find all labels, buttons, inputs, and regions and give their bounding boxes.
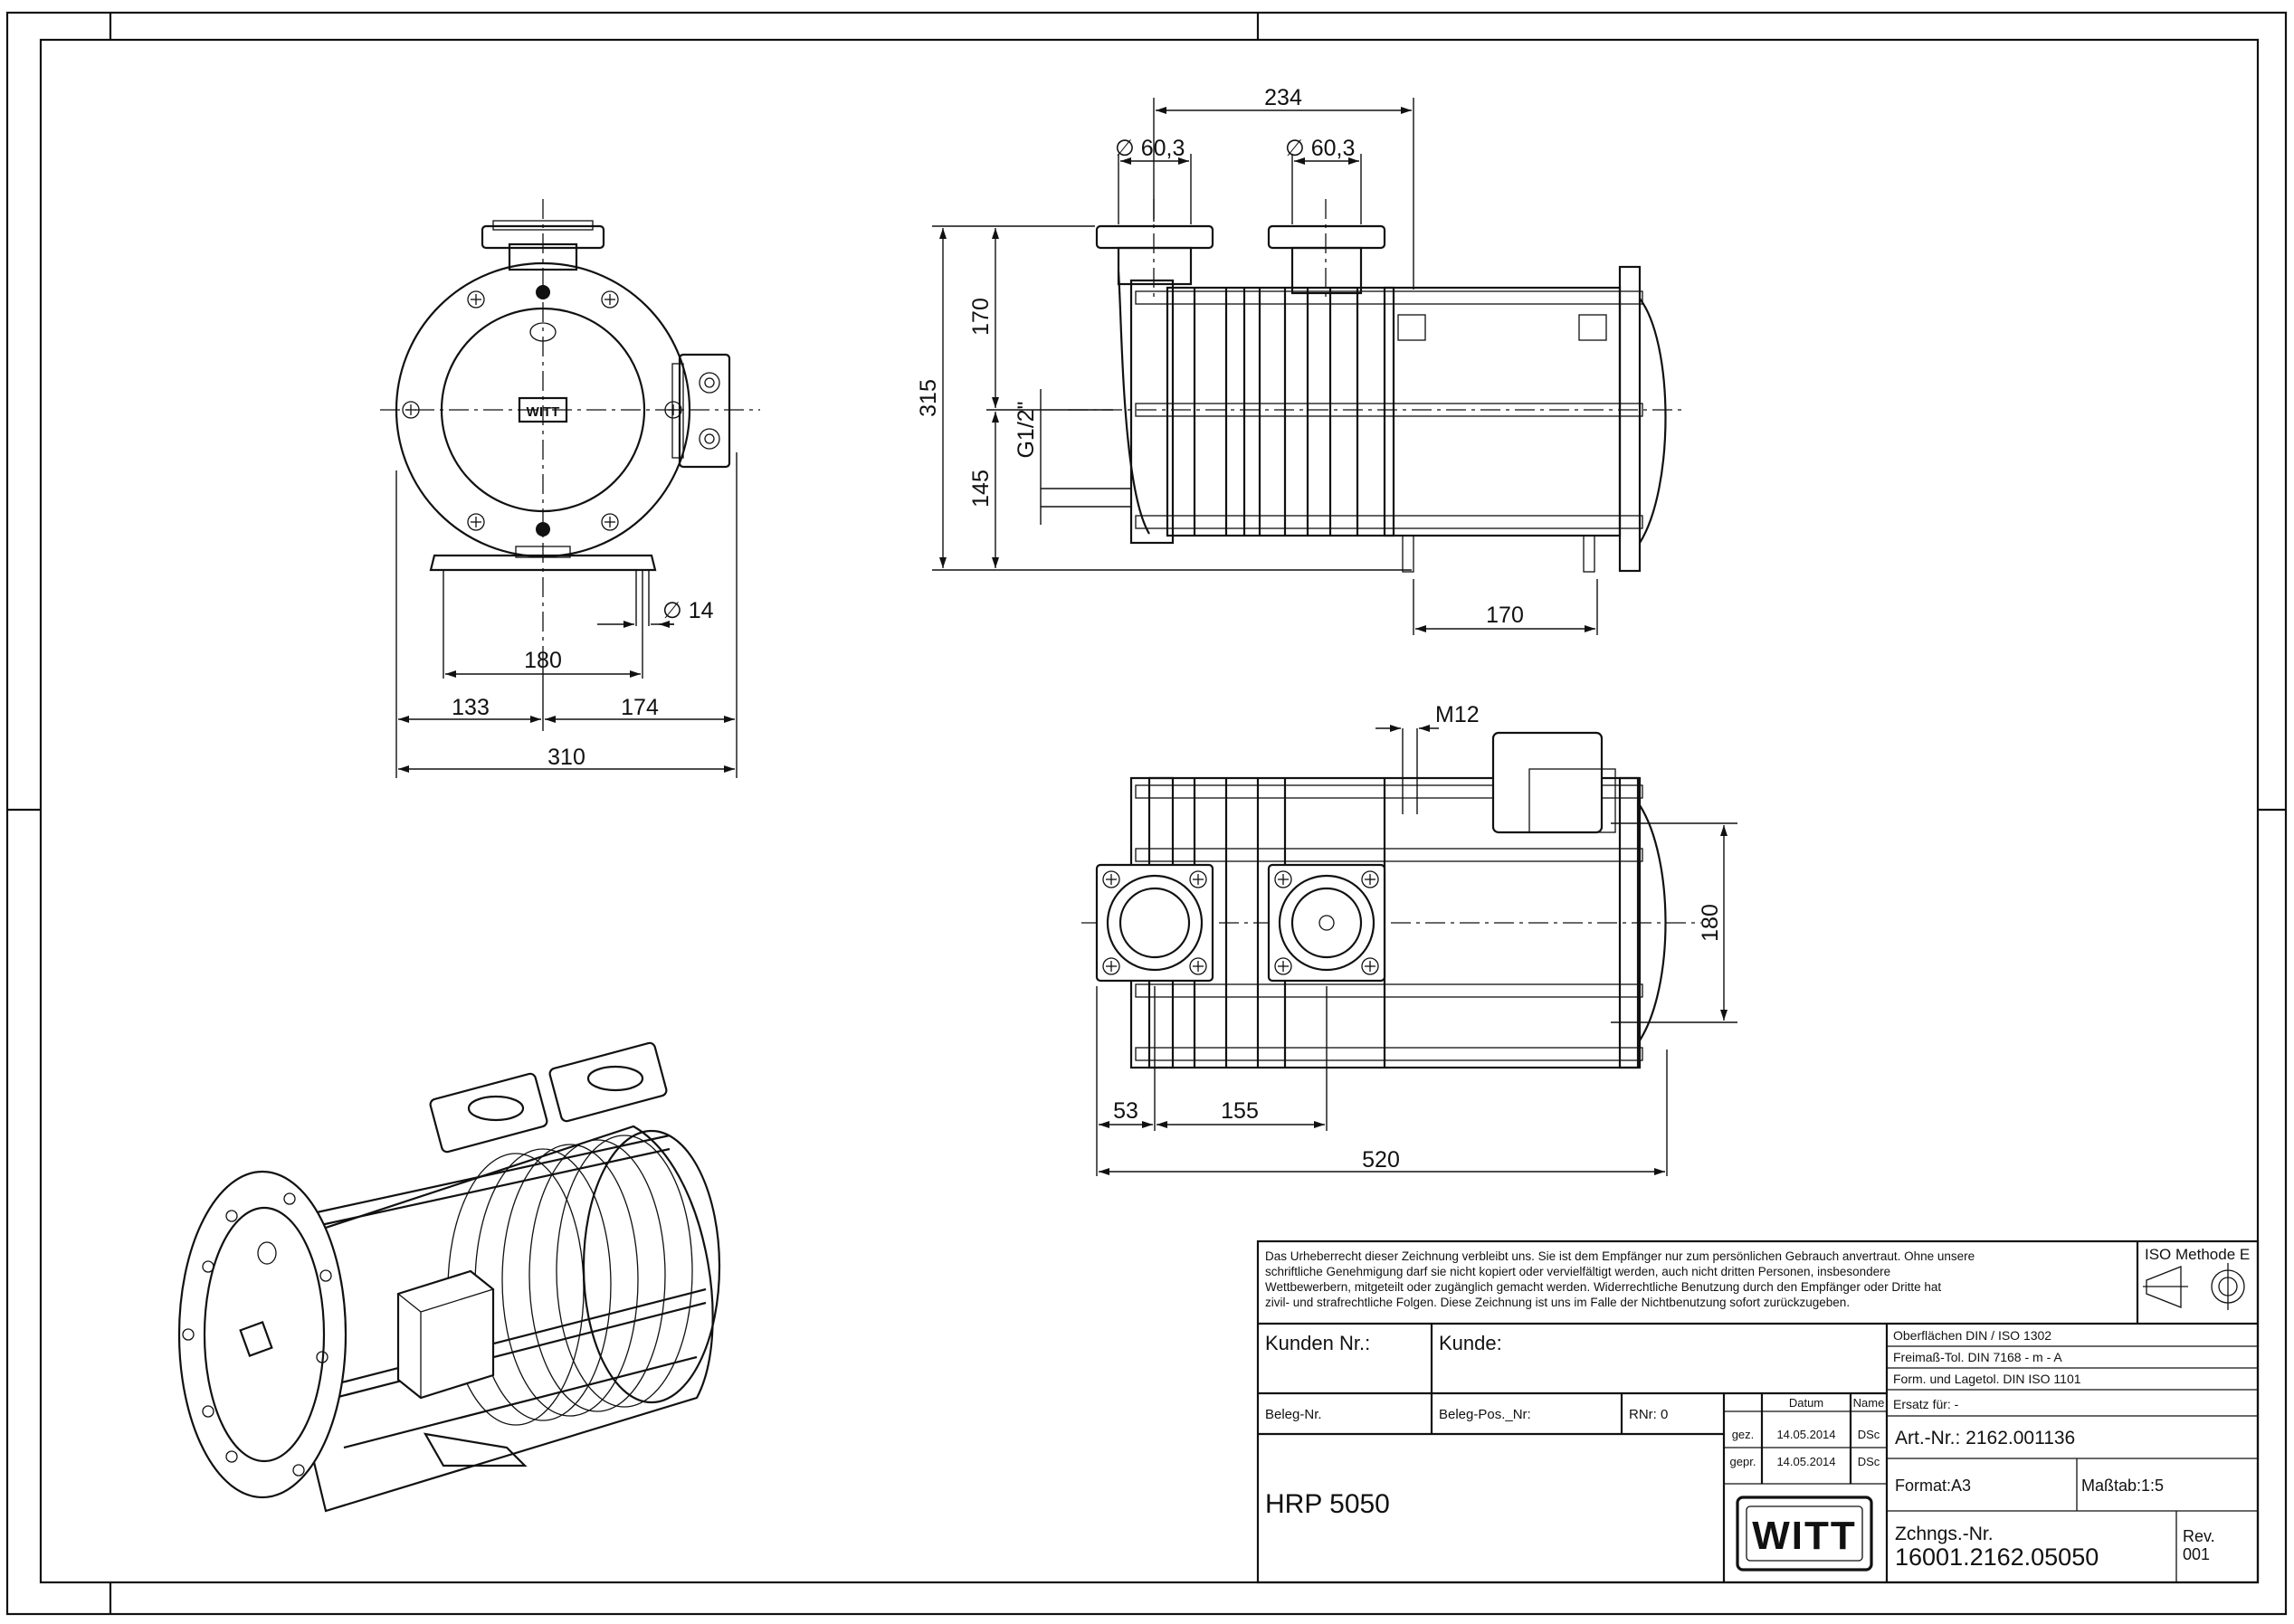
- article-number: Art.-Nr.: 2162.001136: [1895, 1428, 2075, 1448]
- surfaces-standard: Oberflächen DIN / ISO 1302: [1893, 1328, 2051, 1343]
- drawing-frame: [5, 11, 2288, 1616]
- top-view: [1081, 725, 1737, 1176]
- drawing-no-label: Zchngs.-Nr.: [1895, 1524, 1994, 1544]
- side-height-lower-dim: 145: [968, 470, 994, 508]
- front-foot-spacing-dim: 180: [524, 648, 562, 673]
- top-offset-1-dim: 53: [1113, 1098, 1138, 1124]
- side-drain-thread-dim: G1/2": [1014, 401, 1039, 458]
- rev-label: Rev.: [2183, 1527, 2215, 1545]
- date-header: Datum: [1789, 1396, 1823, 1410]
- checked-label: gepr.: [1730, 1455, 1756, 1468]
- copyright-line-2: schriftliche Genehmigung darf sie nicht …: [1265, 1265, 1890, 1278]
- copyright-line-3: Wettbewerbern, mitgeteilt oder zugänglic…: [1265, 1280, 1941, 1294]
- name-header: Name: [1853, 1396, 1885, 1410]
- svg-text:WITT: WITT: [527, 404, 560, 420]
- drawn-name: DSc: [1858, 1428, 1880, 1441]
- replacement-label: Ersatz für: -: [1893, 1397, 1959, 1411]
- checked-name: DSc: [1858, 1455, 1880, 1468]
- form-tolerance-standard: Form. und Lagetol. DIN ISO 1101: [1893, 1372, 2081, 1386]
- isometric-view: [177, 1041, 721, 1513]
- side-flange-spacing-dim: 234: [1264, 85, 1302, 110]
- side-height-total-dim: 315: [916, 379, 941, 417]
- top-length-total-dim: 520: [1362, 1147, 1400, 1173]
- side-flange-dia-2-dim: ∅ 60,3: [1285, 136, 1355, 161]
- side-foot-spacing-dim: 170: [1486, 603, 1524, 628]
- side-flange-dia-1-dim: ∅ 60,3: [1115, 136, 1185, 161]
- front-width-total-dim: 310: [547, 745, 585, 770]
- side-height-upper-dim: 170: [968, 298, 994, 336]
- checked-date: 14.05.2014: [1776, 1455, 1835, 1468]
- iso-method-label: ISO Methode E: [2145, 1246, 2250, 1263]
- drawn-label: gez.: [1732, 1428, 1755, 1441]
- drawn-date: 14.05.2014: [1776, 1428, 1835, 1441]
- free-tolerance-standard: Freimaß-Tol. DIN 7168 - m - A: [1893, 1350, 2062, 1364]
- copyright-line-4: zivil- und strafrechtliche Folgen. Diese…: [1265, 1296, 1850, 1309]
- top-bolt-dim: M12: [1435, 702, 1480, 727]
- front-foot-hole-dim: ∅ 14: [662, 598, 714, 623]
- front-view: WITT: [380, 199, 760, 778]
- scale-label: Maßtab:1:5: [2081, 1477, 2164, 1495]
- top-width-dim: 180: [1698, 904, 1723, 942]
- witt-logo-text: WITT: [1752, 1514, 1857, 1558]
- voucher-no-label: Beleg-Nr.: [1265, 1407, 1322, 1422]
- drawing-number: 16001.2162.05050: [1895, 1543, 2099, 1571]
- rev-number: 001: [2183, 1545, 2210, 1563]
- format-label: Format:A3: [1895, 1477, 1971, 1495]
- side-view: [932, 98, 1683, 635]
- rnr-label: RNr: 0: [1629, 1407, 1668, 1422]
- customer-label: Kunde:: [1439, 1332, 1502, 1354]
- front-right-offset-dim: 174: [621, 695, 659, 720]
- copyright-line-1: Das Urheberrecht dieser Zeichnung verble…: [1265, 1249, 1975, 1263]
- voucher-pos-label: Beleg-Pos._Nr:: [1439, 1407, 1531, 1422]
- front-left-offset-dim: 133: [452, 695, 490, 720]
- title-block: [1256, 1239, 2260, 1584]
- customer-no-label: Kunden Nr.:: [1265, 1332, 1370, 1354]
- top-offset-2-dim: 155: [1221, 1098, 1259, 1124]
- product-name: HRP 5050: [1265, 1489, 1390, 1519]
